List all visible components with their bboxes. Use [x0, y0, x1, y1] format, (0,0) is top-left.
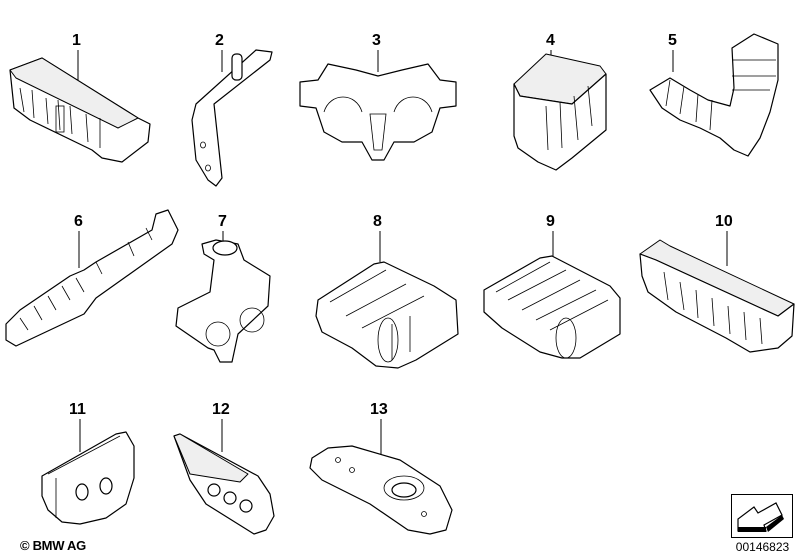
part-2[interactable]: 2: [191, 32, 273, 187]
part-1[interactable]: 1: [9, 32, 151, 163]
part-9-body: [483, 255, 621, 359]
part-number-label[interactable]: 3: [372, 32, 381, 49]
part-10[interactable]: 10: [639, 213, 795, 353]
part-3-body: [299, 63, 457, 161]
part-11[interactable]: 11: [41, 401, 135, 525]
part-number-label[interactable]: 5: [668, 32, 677, 49]
part-8[interactable]: 8: [315, 213, 459, 369]
part-3[interactable]: 3: [299, 32, 457, 161]
part-number-label[interactable]: 2: [215, 32, 224, 49]
part-10-body: [639, 253, 795, 353]
document-number: 00146823: [735, 540, 790, 554]
part-2-stud: [231, 53, 243, 81]
part-12[interactable]: 12: [173, 401, 275, 535]
part-number-label[interactable]: 10: [715, 213, 733, 230]
part-number-label[interactable]: 13: [370, 401, 388, 418]
part-6[interactable]: 6: [5, 209, 179, 347]
part-13[interactable]: 13: [309, 401, 453, 535]
part-number-label[interactable]: 7: [218, 213, 227, 230]
part-number-label[interactable]: 1: [72, 32, 81, 49]
part-5[interactable]: 5: [649, 32, 779, 157]
part-6-body: [5, 209, 179, 347]
part-4[interactable]: 4: [513, 32, 607, 171]
part-5-body: [649, 33, 779, 157]
part-7[interactable]: 7: [175, 213, 271, 363]
part-7-body: [175, 239, 271, 363]
part-number-label[interactable]: 12: [212, 401, 230, 418]
navigation-arrow-button[interactable]: [731, 494, 793, 538]
arrow-down-left-icon: [737, 502, 784, 532]
part-4-body: [513, 73, 607, 171]
part-number-label[interactable]: 8: [373, 213, 382, 230]
part-number-label[interactable]: 4: [546, 32, 555, 49]
copyright-text: © BMW AG: [20, 538, 86, 553]
part-number-label[interactable]: 6: [74, 213, 83, 230]
part-11-body: [41, 431, 135, 525]
part-13-body: [309, 445, 453, 535]
part-number-label[interactable]: 11: [69, 401, 86, 418]
part-number-label[interactable]: 9: [546, 213, 555, 230]
part-9[interactable]: 9: [483, 213, 621, 359]
part-2-body: [191, 49, 273, 187]
